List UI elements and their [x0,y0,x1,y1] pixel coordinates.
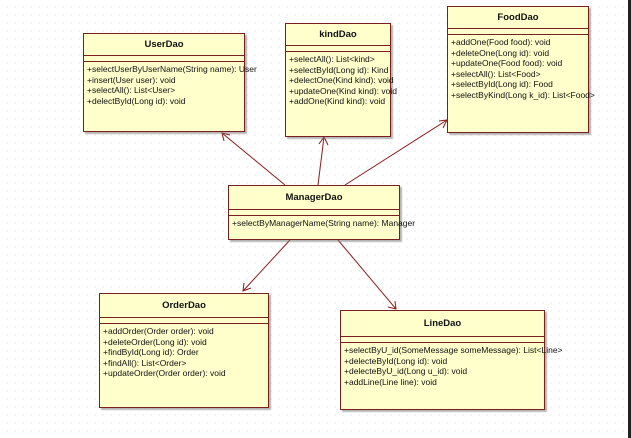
arrowhead-orderdao [242,282,252,292]
fooddao-class[interactable]: FoodDao +addOne(Food food): void +delete… [447,6,595,133]
operation: +addLine(Line line): void [344,376,437,387]
operations-compartment: +selectUserByUserName(String name): User… [84,62,257,108]
operation: +addOrder(Order order): void [103,326,214,336]
arrow-manager-to-fooddao [344,119,448,186]
userdao-class[interactable]: UserDao +selectUserByUserName(String nam… [83,33,257,132]
kinddao-class[interactable]: kindDao +selectAll(): List<kind> +select… [285,23,397,137]
class-name: FoodDao [448,7,588,29]
operation: +findById(Long id): Order [103,347,199,358]
operation: +selectByKind(Long k_id): List<Food> [451,89,595,100]
operations-compartment: +selectByU_id(SomeMessage someMessage): … [341,343,563,389]
operation: +delecteById(Long id): void [344,355,448,366]
arrowhead-kinddao [318,136,329,146]
operation: +selectAll(): List<User> [87,85,176,96]
operations-compartment: +selectByManagerName(String name): Manag… [229,216,416,231]
operation: +selectAll(): List<kind> [289,54,375,64]
attributes-compartment [341,337,544,343]
operation: +selectByU_id(SomeMessage someMessage): … [344,345,563,355]
class-name: LineDao [341,311,544,337]
operation: +findAll(): List<Order> [103,357,187,368]
operation: +insert(User user): void [87,74,176,85]
arrow-manager-to-kinddao [317,136,325,186]
operation: +selectByManagerName(String name): Manag… [232,218,416,228]
operation: +delectOne(Kind kind): void [289,75,394,86]
attributes-compartment [100,318,268,324]
canvas-border [628,0,631,438]
class-name: ManagerDao [229,186,399,210]
arrow-manager-to-orderdao [242,239,291,292]
operation: +selectUserByUserName(String name): User [87,64,257,74]
operation: +selectAll(): List<Food> [451,68,541,79]
operations-compartment: +addOrder(Order order): void +deleteOrde… [100,324,268,381]
attributes-compartment [448,29,588,35]
operations-compartment: +selectAll(): List<kind> +selectById(Lon… [286,52,397,109]
operation: +deleteOrder(Long id): void [103,336,207,347]
class-name: kindDao [286,24,390,46]
attributes-compartment [84,56,244,62]
arrow-manager-to-userdao [221,132,286,186]
operations-compartment: +addOne(Food food): void +deleteOne(Long… [448,35,595,103]
operation: +selectById(Long id): Food [451,79,553,90]
managerdao-class[interactable]: ManagerDao +selectByManagerName(String n… [228,185,416,240]
attributes-compartment [286,46,390,52]
operation: +delectById(Long id): void [87,95,186,106]
operation: +delecteByU_id(Long u_id): void [344,366,468,377]
operation: +updateOrder(Order order): void [103,368,226,379]
linedao-class[interactable]: LineDao +selectByU_id(SomeMessage someMe… [340,310,563,410]
arrow-manager-to-linedao [337,239,397,310]
operation: +updateOne(Food food): void [451,58,563,69]
orderdao-class[interactable]: OrderDao +addOrder(Order order): void +d… [99,293,269,408]
attributes-compartment [229,210,399,216]
class-name: OrderDao [100,294,268,318]
operation: +selectById(Long id): Kind [289,64,389,75]
arrowhead-linedao [387,300,397,310]
operation: +deleteOne(Long id): void [451,47,550,58]
class-name: UserDao [84,34,244,56]
operation: +addOne(Food food): void [451,37,551,47]
operation: +addOne(Kind kind): void [289,96,386,107]
arrowhead-userdao [221,132,231,142]
operation: +updateOne(Kind kind): void [289,85,397,96]
